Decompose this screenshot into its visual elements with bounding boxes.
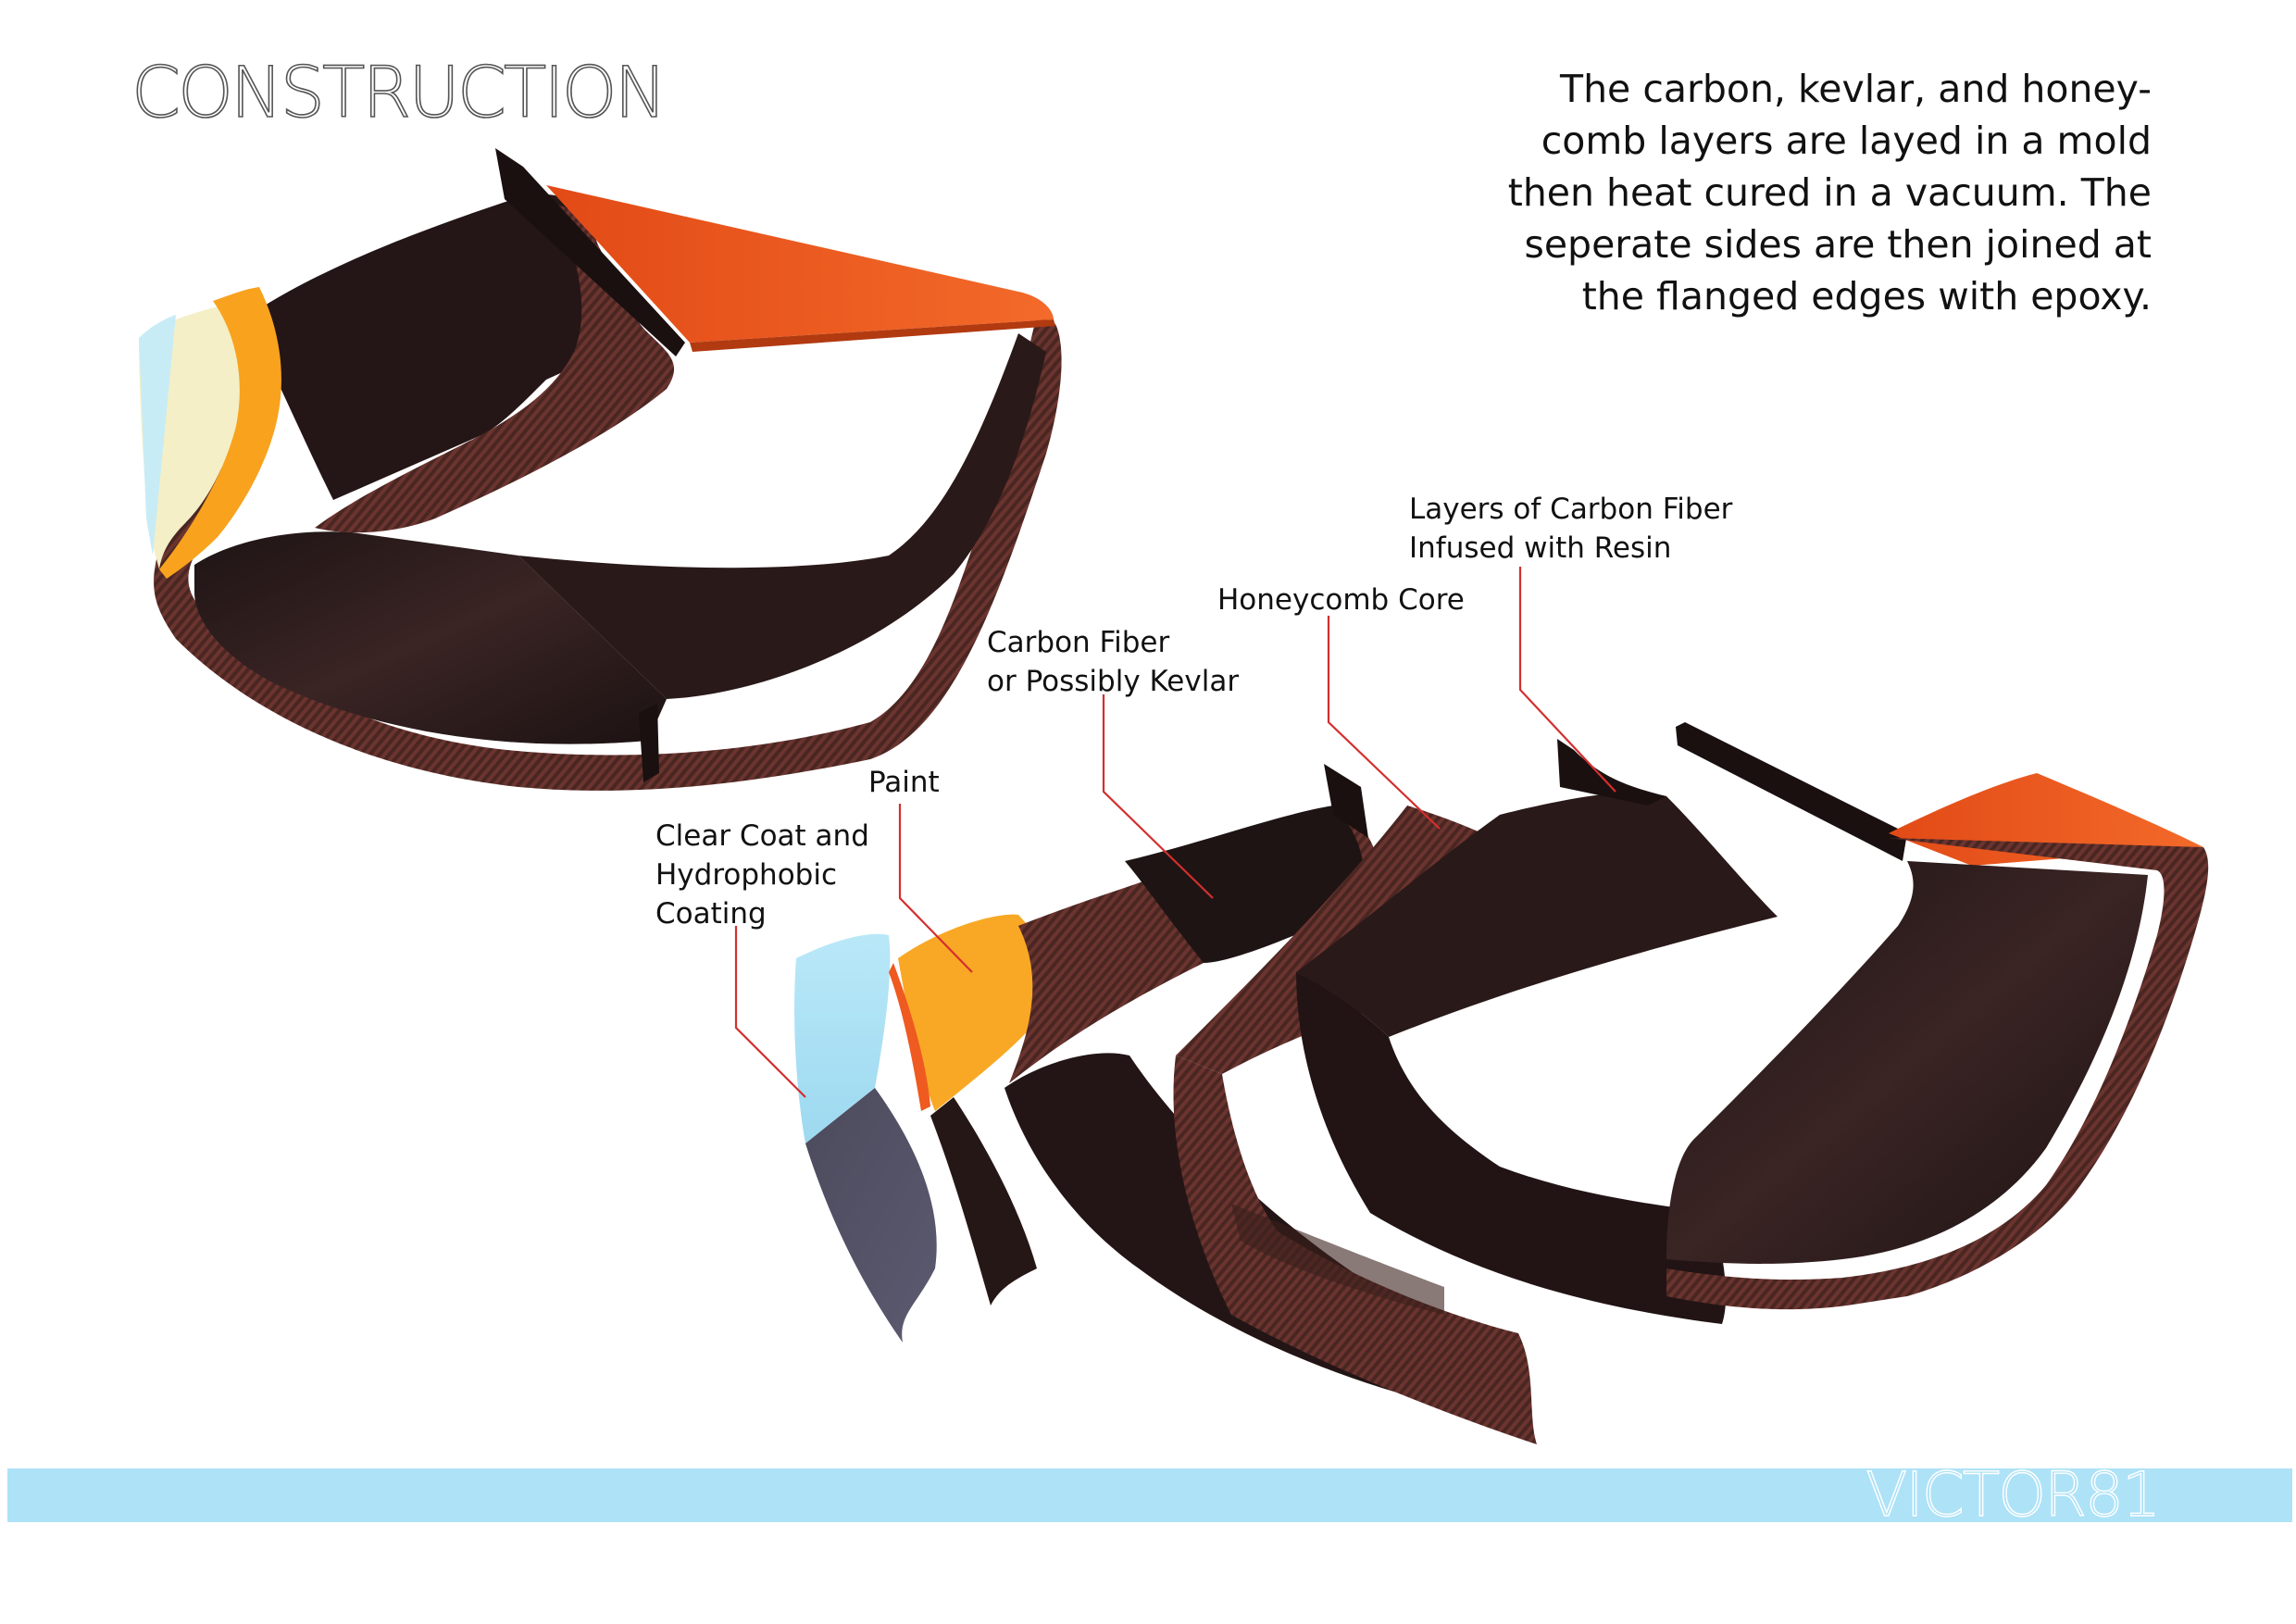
label-clear-coat: Clear Coat and Hydrophobic Coating	[655, 817, 869, 933]
description-line: then heat cured in a vacuum. The	[1507, 170, 2152, 215]
outer-shell-piece	[1666, 722, 2209, 1310]
assembled-wing-flange	[639, 704, 659, 782]
leader-clear-coat	[734, 926, 806, 1098]
description-line: seperate sides are then joined at	[1524, 222, 2152, 267]
outer-shell-piece-edge	[1666, 838, 2209, 1310]
label-line: Coating	[655, 897, 767, 931]
assembled-wing	[139, 148, 1062, 791]
label-line: Paint	[868, 766, 940, 799]
carbon-kevlar-piece-dark	[1125, 806, 1365, 963]
assembled-wing-rear-surface	[518, 333, 1046, 699]
outer-shell-piece-inner	[1666, 861, 2148, 1264]
carbon-kevlar-piece-fin	[1324, 764, 1368, 838]
paint-piece	[889, 914, 1055, 1305]
leader-carbon-layers	[1518, 567, 1616, 793]
clearcoat-piece-top	[794, 933, 891, 1143]
label-line: Clear Coat and	[655, 819, 869, 853]
assembled-wing-amber-layer	[159, 287, 281, 579]
carbon-layers-piece-fin	[1557, 739, 1666, 806]
description-line: The carbon, kevlar, and honey-	[1560, 67, 2152, 111]
leader-paint	[898, 804, 973, 973]
label-line: Layers of Carbon Fiber	[1409, 493, 1733, 526]
label-line: Hydrophobic	[655, 858, 837, 892]
assembled-wing-top-surface	[250, 194, 648, 500]
leader-honeycomb	[1327, 616, 1441, 830]
assembled-wing-inner-surface	[194, 531, 667, 744]
label-carbon-kevlar: Carbon Fiber or Possibly Kevlar	[987, 623, 1239, 701]
paint-piece-top	[898, 914, 1055, 1111]
label-paint: Paint	[868, 763, 940, 802]
description-line: the flanged edges with epoxy.	[1581, 274, 2152, 319]
paint-piece-bottom	[930, 1097, 1037, 1305]
label-line: Honeycomb Core	[1217, 583, 1465, 617]
assembled-wing-curve-surface	[315, 204, 675, 533]
description-line: comb layers are layed in a mold	[1541, 119, 2152, 163]
honeycomb-piece-shade	[1231, 1204, 1444, 1315]
description-text: The carbon, kevlar, and honey- comb laye…	[1318, 63, 2152, 322]
honeycomb-piece-bottom	[1173, 1056, 1537, 1444]
label-honeycomb: Honeycomb Core	[1217, 581, 1465, 619]
paint-piece-edge	[889, 963, 930, 1111]
assembled-wing-clearcoat-blue	[139, 315, 176, 556]
page-title: CONSTRUCTION	[131, 51, 668, 133]
assembled-wing-paint-surface	[546, 185, 1054, 343]
assembled-wing-fin	[495, 148, 685, 356]
label-line: Carbon Fiber	[987, 626, 1170, 659]
leader-carbon-kevlar	[1102, 694, 1214, 899]
carbon-layers-piece-top	[1296, 793, 1778, 1037]
brand-logo: VICTOR81	[1865, 1459, 2161, 1530]
label-carbon-layers: Layers of Carbon Fiber Infused with Resi…	[1409, 490, 1732, 568]
carbon-layers-piece-bottom	[1296, 972, 1727, 1324]
label-line: or Possibly Kevlar	[987, 665, 1240, 698]
leader-lines	[734, 567, 1616, 1098]
footer-bar	[7, 1468, 2292, 1522]
clearcoat-piece	[794, 933, 937, 1343]
outer-shell-piece-flange	[1676, 722, 1907, 861]
label-line: Infused with Resin	[1409, 531, 1672, 565]
carbon-layers-piece	[1296, 739, 1778, 1324]
clearcoat-piece-bottom	[805, 1088, 937, 1343]
assembled-wing-paint-edge	[690, 319, 1055, 352]
